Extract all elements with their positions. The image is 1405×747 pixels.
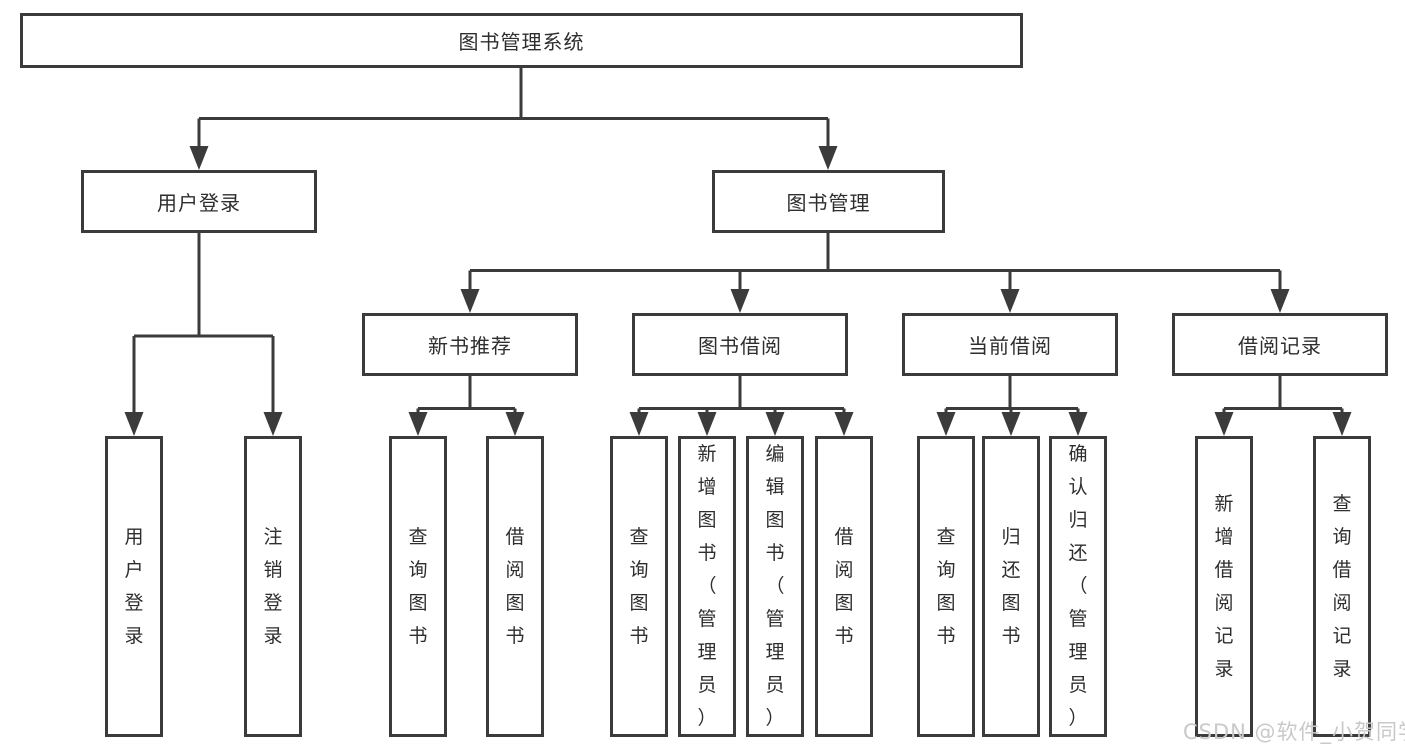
node-label: 图书借阅 bbox=[698, 334, 782, 358]
leaf-logout: 注销登录 bbox=[244, 436, 302, 737]
node-label: 用户登录 bbox=[157, 191, 241, 215]
node-label: 新书推荐 bbox=[428, 334, 512, 358]
leaf-edit-book-admin: 编辑图书（管理员） bbox=[746, 436, 804, 737]
node-library-management-system: 图书管理系统 bbox=[20, 13, 1023, 68]
node-book-management: 图书管理 bbox=[712, 170, 945, 233]
leaf-label: 查询图书 bbox=[408, 525, 428, 647]
leaf-query-borrow-record: 查询借阅记录 bbox=[1313, 436, 1371, 737]
node-book-borrow: 图书借阅 bbox=[632, 313, 848, 376]
node-user-login-branch: 用户登录 bbox=[81, 170, 317, 233]
leaf-query-book: 查询图书 bbox=[389, 436, 447, 737]
leaf-label: 归还图书 bbox=[1001, 525, 1021, 647]
leaf-label: 新增图书（管理员） bbox=[697, 443, 717, 729]
leaf-label: 借阅图书 bbox=[834, 525, 854, 647]
leaf-label: 用户登录 bbox=[124, 525, 144, 647]
watermark: CSDN @软件_小贺同学 bbox=[1183, 720, 1405, 744]
leaf-label: 查询图书 bbox=[936, 525, 956, 647]
node-label: 当前借阅 bbox=[968, 334, 1052, 358]
leaf-return-book: 归还图书 bbox=[982, 436, 1040, 737]
leaf-user-login: 用户登录 bbox=[105, 436, 163, 737]
leaf-add-book-admin: 新增图书（管理员） bbox=[678, 436, 736, 737]
leaf-label: 查询借阅记录 bbox=[1332, 492, 1352, 680]
leaf-label: 借阅图书 bbox=[505, 525, 525, 647]
leaf-label: 查询图书 bbox=[629, 525, 649, 647]
leaf-query-book: 查询图书 bbox=[610, 436, 668, 737]
leaf-query-book: 查询图书 bbox=[917, 436, 975, 737]
node-borrow-records: 借阅记录 bbox=[1172, 313, 1388, 376]
leaf-label: 编辑图书（管理员） bbox=[765, 443, 785, 729]
leaf-add-borrow-record: 新增借阅记录 bbox=[1195, 436, 1253, 737]
connector-arrowheads bbox=[124, 146, 1352, 436]
leaf-label: 注销登录 bbox=[263, 525, 283, 647]
node-label: 借阅记录 bbox=[1238, 334, 1322, 358]
leaf-confirm-return-admin: 确认归还（管理员） bbox=[1049, 436, 1107, 737]
leaf-borrow-book: 借阅图书 bbox=[486, 436, 544, 737]
leaf-borrow-book: 借阅图书 bbox=[815, 436, 873, 737]
leaf-label: 新增借阅记录 bbox=[1214, 492, 1234, 680]
node-label: 图书管理系统 bbox=[458, 30, 585, 54]
node-label: 图书管理 bbox=[786, 191, 871, 215]
node-current-borrow: 当前借阅 bbox=[902, 313, 1118, 376]
leaf-label: 确认归还（管理员） bbox=[1068, 443, 1088, 729]
node-new-book-recommend: 新书推荐 bbox=[362, 313, 578, 376]
